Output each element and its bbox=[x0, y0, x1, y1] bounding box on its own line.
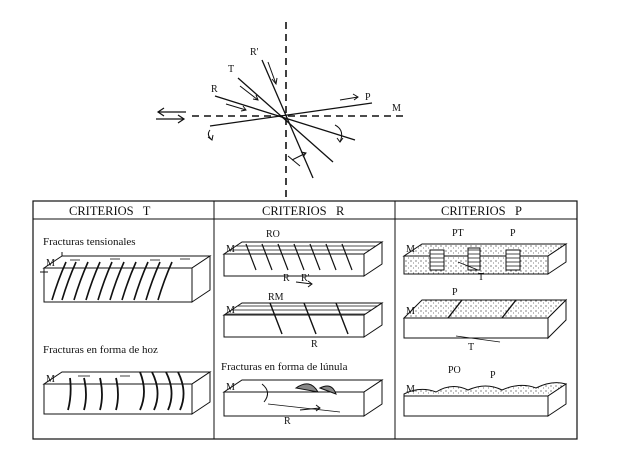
block-lunula bbox=[222, 379, 384, 417]
label-po: PO bbox=[448, 365, 461, 376]
t-line bbox=[237, 77, 334, 163]
label-pt-t: T bbox=[478, 272, 484, 283]
label-rm-r: R bbox=[311, 339, 318, 350]
m-label-r3: M bbox=[226, 382, 235, 393]
block-sickle-fractures bbox=[42, 371, 212, 415]
m-label-p2: M bbox=[406, 306, 415, 317]
block-pt bbox=[402, 243, 568, 275]
label-rm: RM bbox=[268, 292, 284, 303]
m-label-t2: M bbox=[46, 374, 55, 385]
p-line bbox=[209, 102, 373, 127]
block-tension-fractures bbox=[40, 252, 212, 303]
shear-sense-arrows bbox=[156, 107, 186, 124]
column-criterios-t: CRITERIOS T Fracturas tensionales M bbox=[40, 204, 212, 415]
block-po bbox=[403, 382, 568, 417]
label-r: R bbox=[211, 84, 218, 95]
label-po-p: P bbox=[490, 370, 496, 381]
column-criterios-p: CRITERIOS P PT P T M P T M bbox=[402, 204, 568, 417]
column-header-t: CRITERIOS T bbox=[69, 204, 151, 218]
block-p bbox=[402, 298, 568, 343]
shear-orientation-diagram: R' T R P M bbox=[156, 22, 405, 198]
column-header-p: CRITERIOS P bbox=[441, 204, 522, 218]
caption-fracturas-tensionales: Fracturas tensionales bbox=[43, 236, 136, 248]
label-ro: RO bbox=[266, 229, 280, 240]
label-pt-p: P bbox=[510, 228, 516, 239]
block-rm bbox=[222, 302, 384, 338]
label-ro-r: R bbox=[283, 273, 290, 284]
caption-fracturas-forma-lunula: Fracturas en forma de lúnula bbox=[221, 361, 348, 373]
label-m: M bbox=[392, 103, 401, 114]
label-p-t: T bbox=[468, 342, 474, 353]
label-lunula-r: R bbox=[284, 416, 291, 427]
label-ro-rprime: R' bbox=[301, 273, 310, 284]
m-label-r2: M bbox=[226, 305, 235, 316]
label-p: P bbox=[365, 92, 371, 103]
label-p-p: P bbox=[452, 287, 458, 298]
m-label-t1: M bbox=[46, 258, 55, 269]
label-pt: PT bbox=[452, 228, 464, 239]
block-ro bbox=[222, 241, 384, 288]
r-line bbox=[214, 95, 356, 141]
criteria-table bbox=[32, 200, 578, 440]
slip-arrows bbox=[207, 61, 359, 167]
label-t: T bbox=[228, 64, 234, 75]
m-label-p1: M bbox=[406, 244, 415, 255]
column-header-r: CRITERIOS R bbox=[262, 204, 345, 218]
m-label-r1: M bbox=[226, 244, 235, 255]
column-criterios-r: CRITERIOS R RO R R' M bbox=[221, 204, 384, 427]
caption-fracturas-forma-hoz: Fracturas en forma de hoz bbox=[43, 344, 158, 356]
m-label-p3: M bbox=[406, 384, 415, 395]
label-r-prime: R' bbox=[250, 47, 259, 58]
